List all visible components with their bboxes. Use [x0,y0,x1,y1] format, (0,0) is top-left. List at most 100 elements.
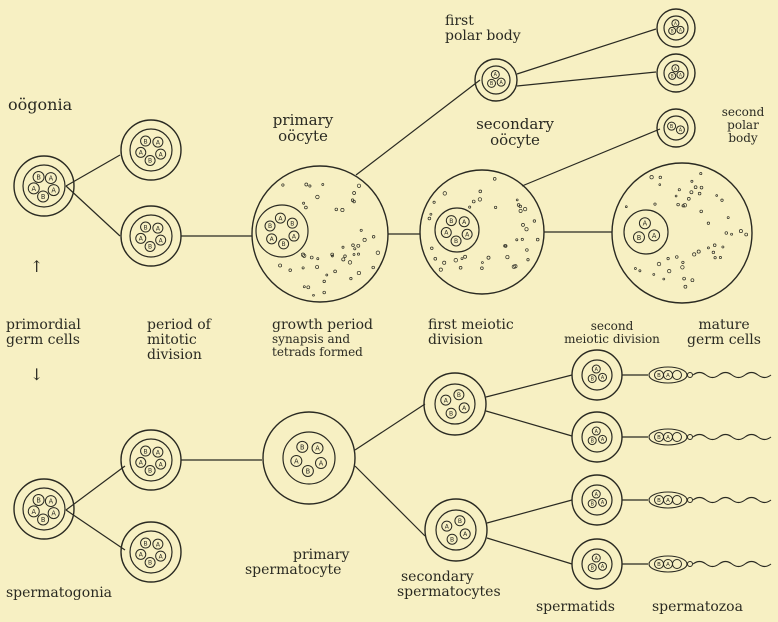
chromosome-letter: B [148,244,152,251]
chromosome-letter: A [159,237,164,244]
nucleus [436,510,476,550]
yolk-granule [430,213,432,215]
connector-line [355,466,425,536]
yolk-granule [731,233,733,235]
yolk-granule [469,206,471,208]
label-secondary-spermatocytes-line2: spermatocytes [397,585,501,600]
chromosome-letter: A [139,552,144,559]
chromosome-letter: A [666,373,670,379]
spermatid-cell [572,412,622,462]
yolk-granule [667,269,670,272]
yolk-granule [303,286,305,288]
chromosome-letter: B [671,73,674,78]
yolk-granule [693,253,696,256]
chromosome-letter: A [462,219,467,226]
chromosome-letter: B [450,536,454,543]
yolk-granule [634,268,636,270]
yolk-granule [533,220,536,223]
down-arrow-icon: ↓ [30,366,43,383]
chromosome-letter: A [156,449,161,456]
label-primordial-line1: primordial [6,318,81,333]
label-primordial-line2: germ cells [6,333,81,348]
yolk-granule [342,246,344,248]
chromosome-letter: B [290,220,294,227]
yolk-granule [372,266,375,269]
chromosome-letter: B [41,193,46,201]
yolk-granule [313,294,315,296]
yolk-granule [677,203,680,206]
label-first-meiotic-line1: first meiotic [428,318,514,333]
yolk-granule [289,269,292,272]
yolk-granule [698,192,701,195]
yolk-granule [316,195,319,198]
connector-line [486,375,572,397]
yolk-granule [659,184,661,186]
label-first-meiotic-line2: division [428,333,514,348]
primary-spermatocyte-cell [263,412,355,504]
yolk-granule [323,280,326,283]
chromosome [673,560,682,569]
chromosome-letter: A [51,510,56,518]
label-primary-spermatocyte: primary spermatocyte [245,548,349,578]
yolk-granule [536,238,539,241]
yolk-granule [363,238,366,241]
chromosome-letter: A [159,461,164,468]
yolk-granule [317,258,319,260]
chromosome-letter: A [319,460,324,468]
yolk-granule [523,207,526,210]
spermatozoon-midpiece [688,373,693,378]
chromosome-letter: A [601,375,605,381]
yolk-granule [690,191,693,194]
yolk-granule [357,253,359,255]
chromosome-letter: A [32,185,37,193]
yolk-granule [694,186,697,189]
spermatid-cell [572,475,622,525]
yolk-granule [682,261,684,263]
yolk-granule [341,208,344,211]
yolk-granule [683,277,686,280]
label-growth-period: growth period synapsis and tetrads forme… [272,318,373,359]
chromosome-letter: A [463,531,468,538]
chromosome-letter: B [148,560,152,567]
chromosome-letter: A [595,556,599,562]
chromosome-letter: A [494,72,498,78]
chromosome-letter: A [666,435,670,441]
label-secondary-spermatocytes-line1: secondary [397,570,501,585]
yolk-granule [305,206,308,209]
yolk-granule [712,251,715,254]
yolk-granule [493,178,496,181]
connector-line [517,72,656,86]
yolk-granule [461,258,463,260]
label-growth-line3: tetrads formed [272,346,373,359]
yolk-granule [443,192,447,196]
yolk-granule [654,203,656,205]
connector-line [355,404,425,450]
spermatozoon-midpiece [688,498,693,503]
yolk-granule [681,266,685,270]
yolk-granule [700,210,703,213]
yolk-granule [348,261,352,265]
yolk-granule [719,256,721,258]
chromosome-letter: B [670,124,673,130]
yolk-granule [684,285,687,288]
chromosome-letter: A [294,457,299,465]
label-growth-line1: growth period [272,318,373,333]
yolk-granule [350,277,352,279]
yolk-granule [691,180,693,182]
yolk-granule [739,230,742,233]
label-primordial-germ-cells: primordial germ cells [6,318,81,348]
chromosome-letter: A [292,233,297,240]
yolk-granule [331,253,334,256]
chromosome-letter: A [270,236,275,243]
chromosome-letter: B [449,410,453,417]
chromosome-letter: A [139,460,144,467]
yolk-granule [357,244,360,247]
chromosome-letter: B [144,540,148,547]
label-spermatozoa: spermatozoa [652,600,743,615]
chromosome-letter: A [601,564,605,570]
secondary-oocyte-cell [420,170,544,294]
up-arrow-icon: ↑ [30,258,43,275]
yolk-granule [625,206,627,208]
yolk-granule [678,189,680,191]
chromosome-letter: A [601,500,605,506]
